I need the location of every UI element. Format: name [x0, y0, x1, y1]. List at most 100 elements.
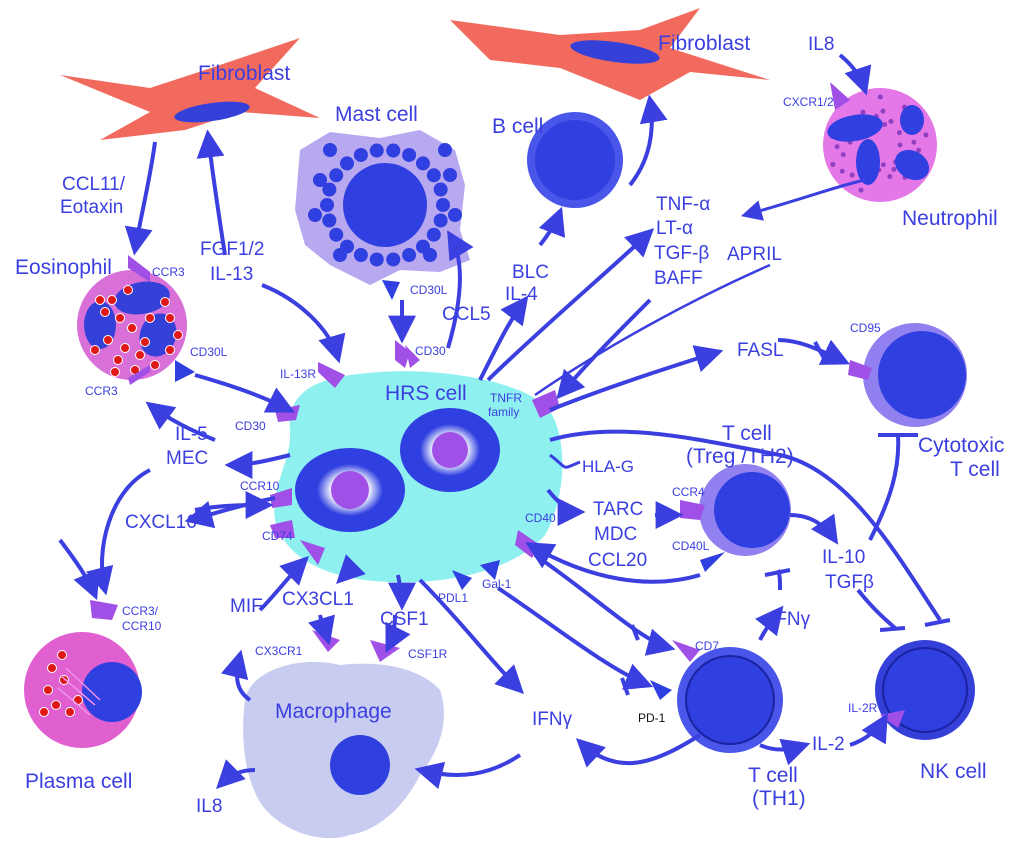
label-pdl1: PDL1: [438, 591, 468, 605]
cytotoxic-t-cell: [863, 323, 967, 427]
label-il2: IL-2: [812, 734, 845, 755]
label-il2r: IL-2R: [848, 701, 878, 715]
granule: [90, 345, 100, 355]
mast-granules: [308, 143, 462, 267]
granule: [369, 143, 384, 158]
granule: [39, 707, 49, 717]
labels: Fibroblast Fibroblast Mast cell B cell N…: [15, 32, 1004, 817]
label-pd1: PD-1: [638, 711, 666, 725]
granule: [897, 142, 903, 148]
granule: [353, 147, 368, 162]
label-t-cell-th1-line2: (TH1): [752, 787, 806, 810]
granule: [353, 248, 368, 263]
granule: [887, 173, 893, 179]
label-mif: MIF: [230, 596, 263, 617]
granule: [834, 144, 840, 150]
label-fasl: FASL: [737, 340, 783, 361]
granule: [438, 143, 452, 157]
granule: [103, 335, 113, 345]
hrs-cell: [274, 371, 563, 583]
label-cd30-left: CD30: [235, 419, 266, 433]
granule: [95, 295, 105, 305]
eosinophil: [77, 270, 187, 380]
label-cd30-top: CD30: [415, 344, 446, 358]
granule: [123, 285, 133, 295]
granule: [65, 707, 75, 717]
granule: [839, 168, 845, 174]
granule: [308, 208, 322, 222]
label-ccr3-plasma-line2: CCR10: [122, 619, 162, 633]
label-cxcr12: CXCR1/2: [783, 95, 834, 109]
label-eosinophil: Eosinophil: [15, 256, 112, 279]
granule: [313, 173, 327, 187]
granule: [127, 323, 137, 333]
label-nk-cell: NK cell: [920, 760, 987, 783]
granule: [107, 295, 117, 305]
granule: [402, 248, 417, 263]
label-il13r: IL-13R: [280, 367, 316, 381]
inhibition-bars: [620, 341, 951, 696]
fibroblast-left: [60, 38, 320, 140]
label-hrs-cell: HRS cell: [385, 382, 467, 405]
granule: [436, 198, 450, 212]
granule: [115, 313, 125, 323]
granule: [911, 139, 917, 145]
label-il8-top: IL8: [808, 34, 834, 55]
label-ccr4: CCR4: [672, 485, 705, 499]
granule: [57, 650, 67, 660]
granule: [333, 248, 347, 262]
t-cell-treg-th2: [699, 464, 791, 556]
label-ccr3-bottom: CCR3: [85, 384, 118, 398]
label-blc: BLC: [512, 262, 549, 283]
granule: [891, 166, 897, 172]
label-ccr3-top: CCR3: [152, 265, 185, 279]
label-neutrophil: Neutrophil: [902, 207, 998, 230]
label-fgf: FGF1/2: [200, 239, 264, 260]
neutrophil: [823, 88, 937, 202]
label-il13: IL-13: [210, 264, 253, 285]
granule: [135, 350, 145, 360]
label-il5: IL-5: [175, 424, 208, 445]
label-mast-cell: Mast cell: [335, 103, 418, 126]
granule: [830, 161, 836, 167]
label-cd40: CD40: [525, 511, 556, 525]
granule: [165, 313, 175, 323]
granule: [849, 172, 855, 178]
label-t-cell-treg-line1: T cell: [722, 422, 772, 445]
granule: [59, 675, 69, 685]
granule: [329, 227, 344, 242]
granule: [426, 227, 441, 242]
granule: [433, 182, 448, 197]
granule: [423, 248, 437, 262]
label-ifng-right: IFNγ: [770, 609, 811, 630]
label-b-cell: B cell: [492, 115, 543, 138]
label-tgfb: TGF-β: [654, 243, 709, 264]
plasma-cell: [24, 632, 142, 748]
granule: [47, 663, 57, 673]
label-cx3cl1: CX3CL1: [282, 589, 354, 610]
label-hla-g: HLA-G: [582, 457, 634, 476]
label-il8-bottom: IL8: [196, 796, 222, 817]
label-cd95: CD95: [850, 321, 881, 335]
label-tnfa: TNF-α: [656, 194, 710, 215]
label-t-cell-treg-line2: (Treg /TH2): [686, 445, 794, 468]
granule: [320, 198, 334, 212]
receptors: [90, 82, 905, 728]
granule: [369, 252, 384, 267]
granule: [443, 168, 457, 182]
label-il10: IL-10: [822, 547, 865, 568]
granule: [426, 168, 441, 183]
label-cd30l-mast: CD30L: [410, 283, 448, 297]
label-t-cell-th1-line1: T cell: [748, 764, 798, 787]
granule: [877, 94, 883, 100]
granule: [840, 152, 846, 158]
label-cx3cr1: CX3CR1: [255, 644, 303, 658]
eosinophil-granules: [90, 285, 183, 377]
granule: [160, 297, 170, 307]
label-april: APRIL: [727, 244, 782, 265]
label-mdc: MDC: [594, 524, 637, 545]
label-ccl11: CCL11/: [62, 174, 126, 195]
label-lta: LT-α: [656, 218, 693, 239]
nk-cell: [875, 640, 975, 740]
mast-cell: [295, 130, 470, 285]
